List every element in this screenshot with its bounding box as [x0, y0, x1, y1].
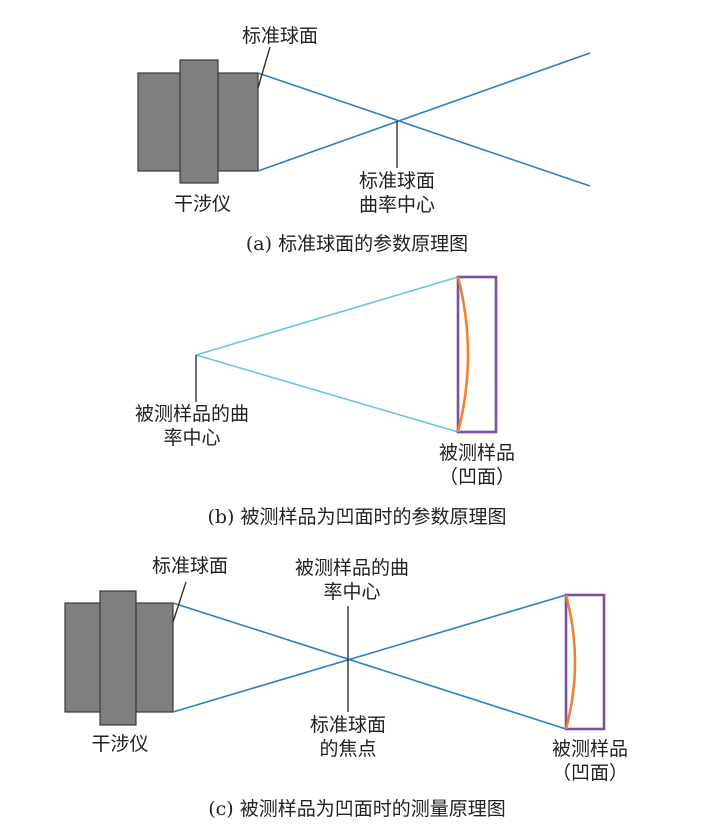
caption-b: (b) 被测样品为凹面时的参数原理图	[207, 506, 506, 528]
label-reference-sphere: 标准球面	[152, 555, 228, 577]
leader-reference-sphere	[172, 581, 187, 623]
label-focus-line1: 标准球面	[310, 714, 386, 736]
label-sample-line2: （凹面）	[552, 762, 628, 784]
label-center-line2: 曲率中心	[359, 194, 435, 216]
label-center-line1: 被测样品的曲	[295, 557, 409, 579]
sample-frame	[564, 593, 606, 731]
label-interferometer: 干涉仪	[91, 733, 148, 755]
label-center-line2: 率中心	[163, 427, 220, 449]
beam-lower	[257, 52, 591, 172]
label-center-line2: 率中心	[323, 581, 380, 603]
sample-frame	[456, 275, 498, 434]
interferometer	[64, 590, 174, 726]
beam-upper	[257, 72, 591, 187]
beam-lower	[172, 594, 567, 713]
panel-c: 标准球面 被测样品的曲 率中心 干涉仪 标准球面 的焦点 被测样品 （凹面） (…	[64, 555, 628, 820]
sample-concave-surface	[456, 276, 470, 433]
label-sample-line2: （凹面）	[439, 466, 515, 488]
caption-a: (a) 标准球面的参数原理图	[246, 233, 468, 255]
label-sample-line1: 被测样品	[552, 738, 628, 760]
label-focus-line2: 的焦点	[319, 738, 376, 760]
sample-concave-surface	[564, 594, 577, 730]
leader-reference-sphere	[257, 46, 271, 89]
label-sample-line1: 被测样品	[439, 442, 515, 464]
label-reference-sphere: 标准球面	[242, 25, 318, 47]
beam-upper	[172, 602, 567, 730]
label-center-line1: 标准球面	[359, 170, 435, 192]
interferometer	[137, 59, 259, 184]
caption-c: (c) 被测样品为凹面时的测量原理图	[208, 798, 506, 820]
beam-upper	[195, 276, 459, 356]
interferometer-flange	[99, 590, 137, 726]
interferometer-flange	[179, 59, 219, 184]
label-interferometer: 干涉仪	[174, 193, 231, 215]
label-center-line1: 被测样品的曲	[135, 403, 249, 425]
panel-a: 标准球面 干涉仪 标准球面 曲率中心 (a) 标准球面的参数原理图	[137, 25, 591, 255]
beam-lower	[195, 354, 459, 433]
panel-b: 被测样品的曲 率中心 被测样品 （凹面） (b) 被测样品为凹面时的参数原理图	[135, 275, 515, 528]
